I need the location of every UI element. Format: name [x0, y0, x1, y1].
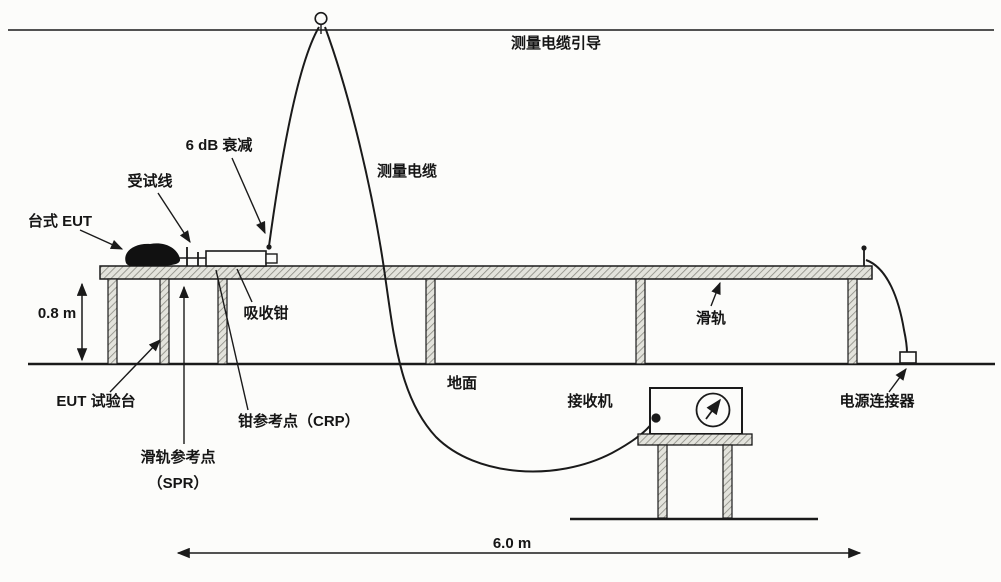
receiver-meter-needle	[705, 398, 721, 420]
receiver-stand-top	[637, 433, 753, 446]
leader-clamp-reference-point	[215, 269, 249, 411]
label-slide-rail: 滑轨	[696, 309, 726, 327]
eut-device	[125, 243, 181, 267]
label-line-under-test: 受试线	[127, 172, 172, 190]
power-pin-tip	[861, 245, 867, 251]
label-measuring-cable: 测量电缆	[377, 162, 437, 180]
measuring-cable-down-segment	[324, 26, 655, 473]
arrow-line-under-test	[157, 192, 191, 244]
label-attenuation: 6 dB 衰减	[186, 136, 253, 154]
table-leg-3	[217, 278, 228, 365]
label-tabletop-eut: 台式 EUT	[28, 212, 92, 230]
cable-pulley-icon	[314, 11, 328, 34]
table-top-rail	[99, 265, 873, 280]
arrow-tabletop-eut	[79, 229, 124, 250]
attenuator-junction-dot	[266, 244, 272, 250]
receiver-stand-leg-1	[657, 444, 668, 519]
receiver-assembly	[570, 387, 818, 521]
leader-absorbing-clamp	[236, 268, 253, 303]
receiver-input-connector-dot	[651, 413, 661, 423]
label-ground: 地面	[447, 374, 477, 392]
label-rail-reference-point-line1: 滑轨参考点	[140, 448, 215, 466]
arrow-slide-rail	[710, 281, 721, 307]
clamp-output-port	[265, 253, 278, 264]
table-leg-2	[159, 278, 170, 365]
label-receiver: 接收机	[567, 392, 612, 410]
receiver-stand-leg-2	[722, 444, 733, 519]
arrow-power-connector	[888, 368, 907, 393]
arrow-attenuation	[231, 157, 266, 235]
arrow-eut-test-table	[109, 339, 161, 393]
label-rail-length: 6.0 m	[493, 535, 531, 552]
pulley-ring	[314, 11, 328, 26]
table-leg-4	[425, 278, 436, 365]
label-rail-reference-point-line2: （SPR）	[148, 474, 209, 492]
power-connector-assembly	[861, 245, 917, 364]
label-cable-guide: 测量电缆引导	[511, 34, 601, 52]
label-eut-test-table: EUT 试验台	[56, 392, 135, 410]
table-leg-1	[107, 278, 118, 365]
label-absorbing-clamp: 吸收钳	[243, 304, 288, 322]
power-cable	[865, 259, 908, 354]
power-connector-box	[899, 351, 917, 364]
measuring-cable-up-segment	[268, 26, 320, 247]
table-leg-6	[847, 278, 858, 365]
label-table-height: 0.8 m	[38, 305, 76, 322]
label-power-connector: 电源连接器	[839, 392, 915, 410]
absorbing-clamp	[205, 250, 267, 267]
table-leg-5	[635, 278, 646, 365]
label-clamp-reference-point: 钳参考点（CRP）	[238, 412, 360, 430]
